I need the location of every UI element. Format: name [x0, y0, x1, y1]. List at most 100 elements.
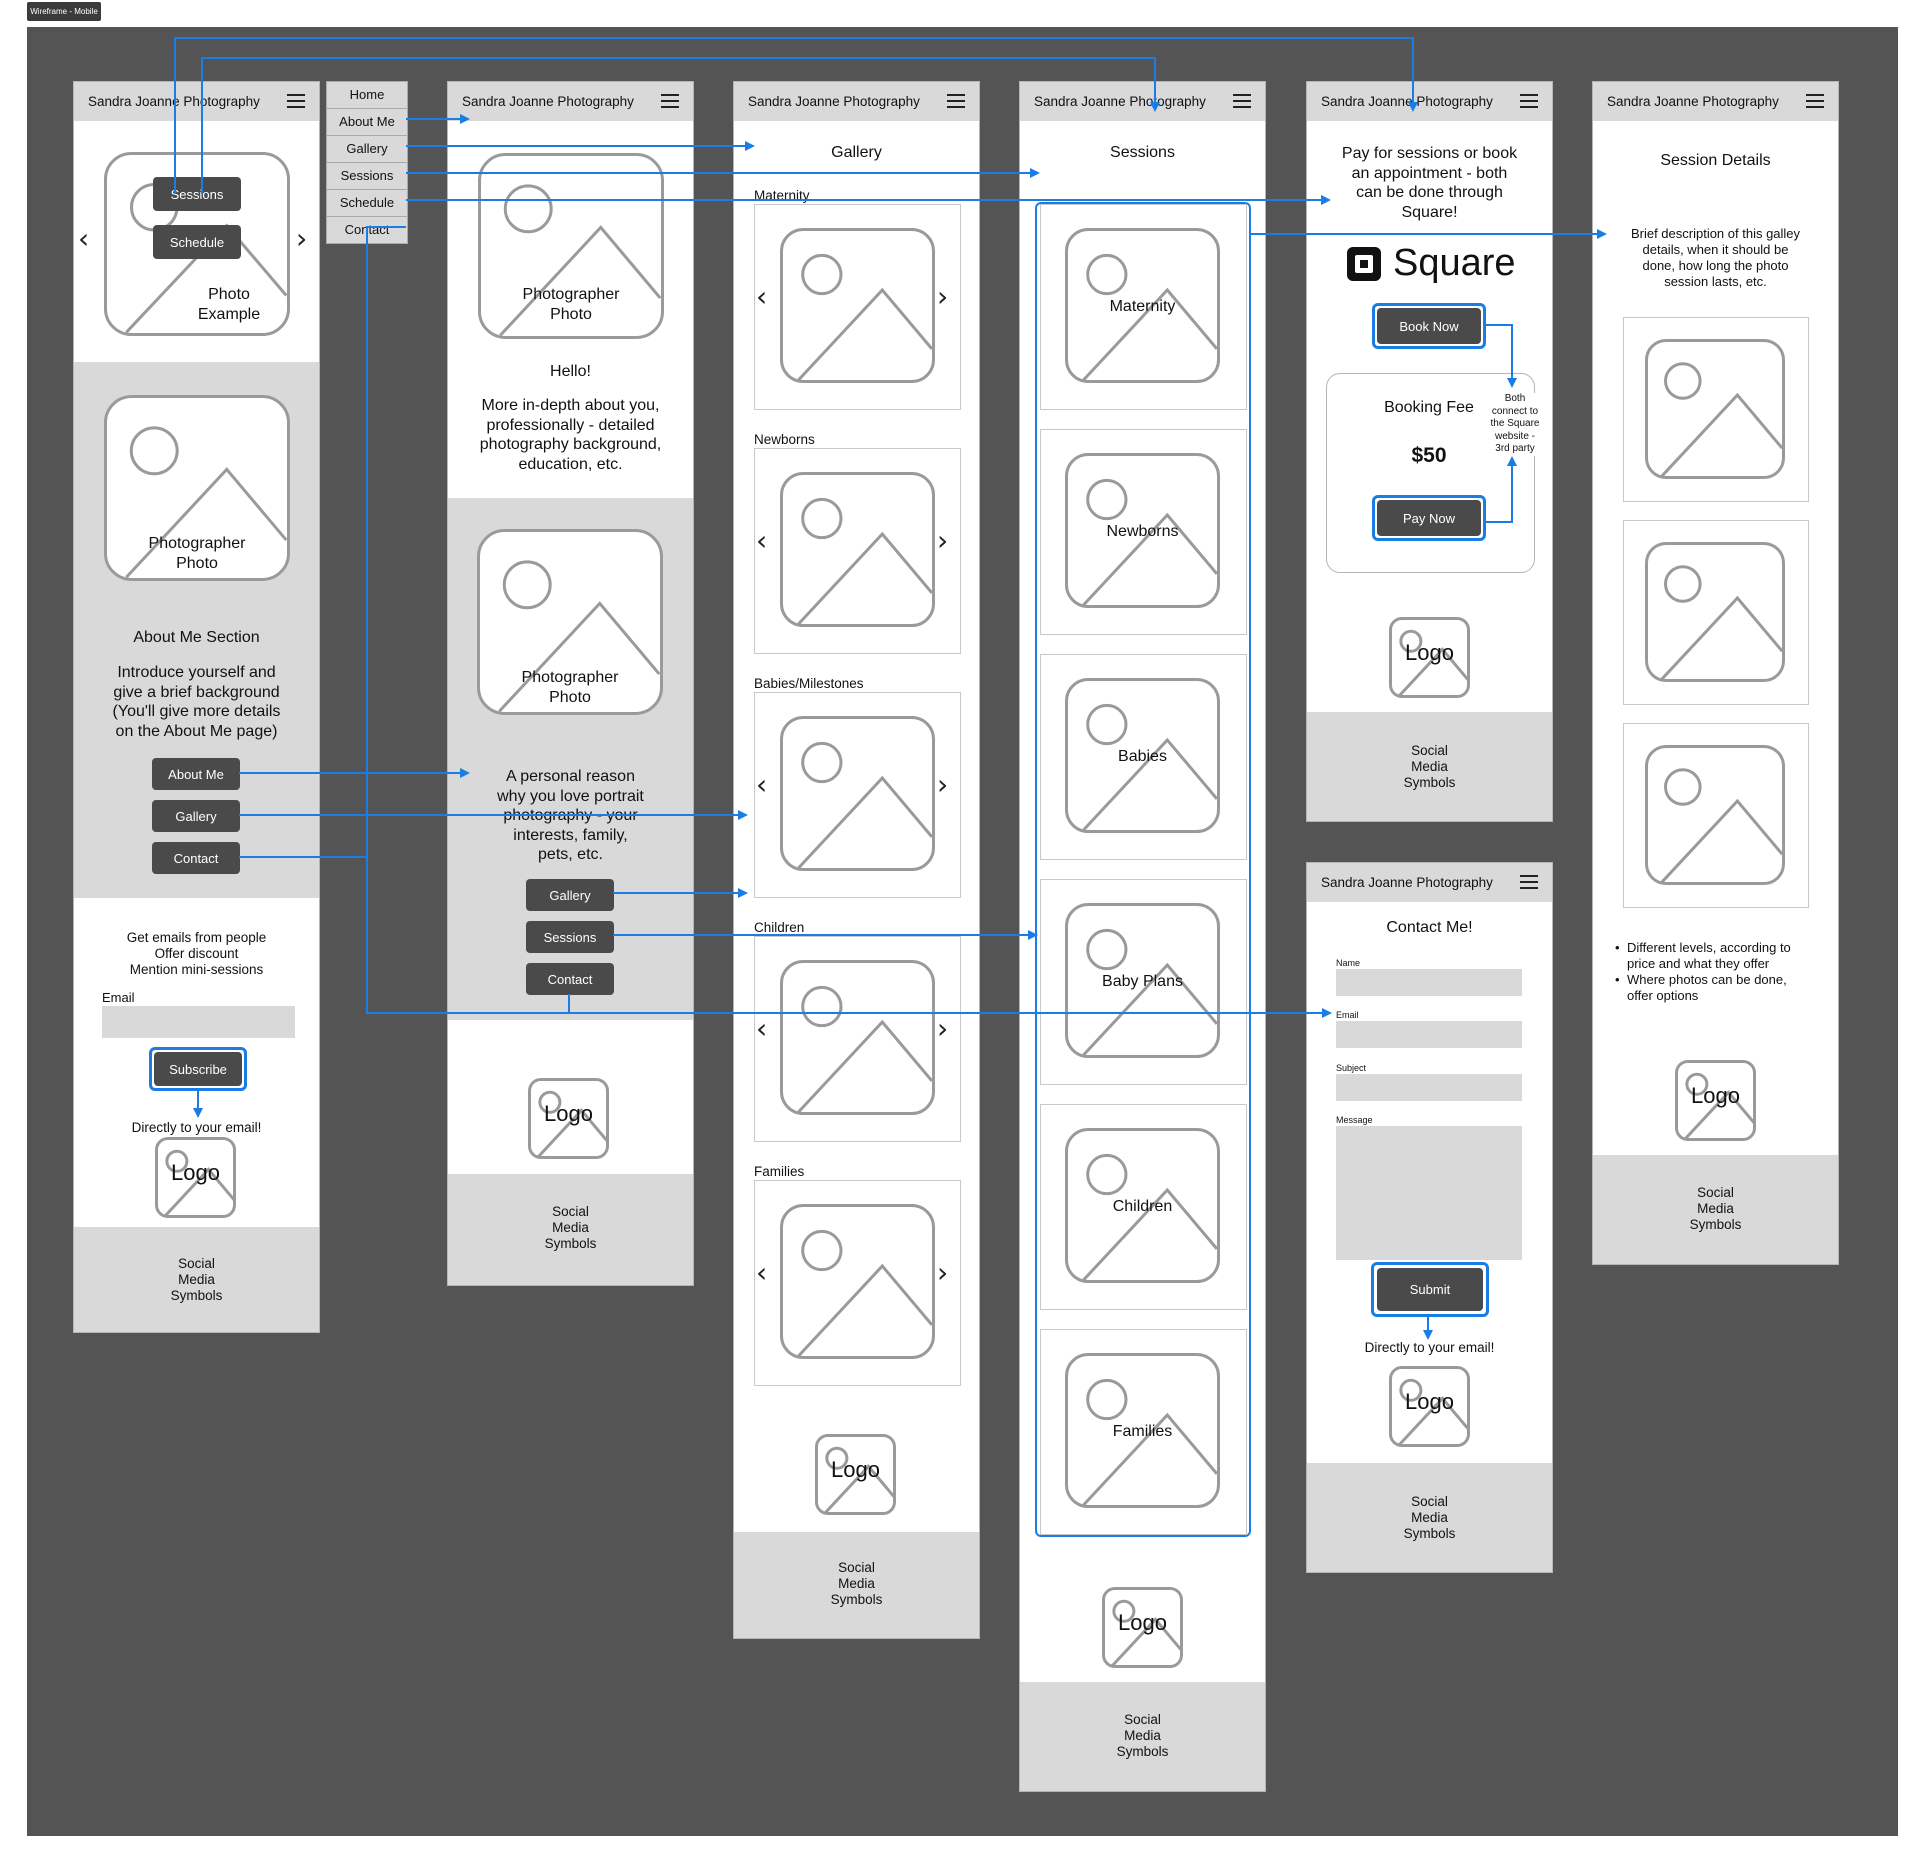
session-label: Maternity [1109, 298, 1176, 315]
email-input[interactable] [102, 1006, 295, 1038]
hamburger-icon[interactable] [661, 94, 679, 108]
gallery-category-label: Babies/Milestones [754, 676, 864, 691]
gallery-category-label: Families [754, 1164, 805, 1179]
sessions-screen: Sandra Joanne Photography Sessions Logo … [1019, 81, 1266, 1792]
square-brand: Square [1393, 242, 1516, 284]
chevron-right-icon[interactable]: › [937, 524, 949, 557]
nav-item-gallery[interactable]: Gallery [327, 136, 407, 163]
chevron-left-icon[interactable]: ‹ [756, 1012, 768, 1045]
footer [1593, 1155, 1838, 1264]
hamburger-icon[interactable] [287, 94, 305, 108]
about-header: Sandra Joanne Photography [448, 82, 693, 121]
image-placeholder-icon [477, 529, 663, 715]
square-logo-icon [1347, 247, 1381, 281]
details-photo-frame-1 [1623, 317, 1809, 502]
sessions-list-highlight [1035, 202, 1251, 1537]
email-field[interactable] [1336, 1021, 1522, 1048]
hamburger-icon[interactable] [1233, 94, 1251, 108]
gallery-screen: Sandra Joanne Photography Gallery Logo S… [733, 81, 980, 1639]
contact-screen: Sandra Joanne Photography Contact Me! Na… [1306, 862, 1553, 1573]
gallery-image [780, 228, 935, 383]
logo-icon: Logo [155, 1137, 236, 1218]
subscribe-highlight [149, 1047, 247, 1091]
pay-now-button[interactable]: Pay Now [1377, 500, 1481, 536]
hamburger-icon[interactable] [1520, 94, 1538, 108]
gallery-image [780, 960, 935, 1115]
gallery-button[interactable]: Gallery [152, 800, 240, 832]
sessions-header: Sandra Joanne Photography [1020, 82, 1265, 121]
details-photo-1 [1645, 339, 1785, 479]
logo-label: Logo [1691, 1082, 1740, 1108]
footer [1020, 1682, 1265, 1791]
chevron-right-icon[interactable]: › [296, 222, 308, 255]
image-placeholder-icon [780, 228, 935, 383]
site-title: Sandra Joanne Photography [1034, 94, 1206, 109]
site-title: Sandra Joanne Photography [88, 94, 260, 109]
subject-field[interactable] [1336, 1074, 1522, 1101]
hamburger-icon[interactable] [947, 94, 965, 108]
hamburger-icon[interactable] [1806, 94, 1824, 108]
chevron-right-icon[interactable]: › [937, 768, 949, 801]
nav-item-schedule[interactable]: Schedule [327, 190, 407, 217]
image-placeholder-icon [1102, 1587, 1183, 1668]
chevron-right-icon[interactable]: › [937, 280, 949, 313]
nav-item-sessions[interactable]: Sessions [327, 163, 407, 190]
chevron-left-icon[interactable]: ‹ [756, 1256, 768, 1289]
submit-button[interactable]: Submit [1377, 1268, 1483, 1311]
subject-label: Subject [1336, 1063, 1367, 1073]
logo-icon: Logo [815, 1434, 896, 1515]
chevron-right-icon[interactable]: › [937, 1012, 949, 1045]
session-details-screen: Sandra Joanne Photography Session Detail… [1592, 81, 1839, 1265]
footer [74, 1227, 319, 1332]
session-label: Newborns [1106, 523, 1179, 540]
site-title: Sandra Joanne Photography [1607, 94, 1779, 109]
home-header: Sandra Joanne Photography [74, 82, 319, 121]
image-placeholder-icon [104, 395, 290, 581]
contact-button[interactable]: Contact [152, 842, 240, 874]
image-placeholder-icon [528, 1078, 609, 1159]
image-placeholder-icon [155, 1137, 236, 1218]
message-field[interactable] [1336, 1126, 1522, 1260]
hello-heading: Hello! [550, 363, 591, 380]
nav-item-home[interactable]: Home [327, 82, 407, 109]
hero-sessions-button[interactable]: Sessions [153, 177, 241, 211]
bullet-item: •Where photos can be done,offer options [1615, 972, 1787, 1003]
logo-label: Logo [831, 1456, 880, 1482]
logo-label: Logo [1118, 1609, 1167, 1635]
chevron-right-icon[interactable]: › [937, 1256, 949, 1289]
email-label: Email [102, 990, 135, 1005]
site-title: Sandra Joanne Photography [462, 94, 634, 109]
name-field[interactable] [1336, 969, 1522, 996]
sessions-button[interactable]: Sessions [526, 921, 614, 953]
about-me-button[interactable]: About Me [152, 758, 240, 790]
gallery-title: Gallery [831, 144, 882, 161]
subscribe-button[interactable]: Subscribe [154, 1052, 242, 1086]
session-label: Families [1112, 1423, 1173, 1440]
sessions-connector [201, 57, 1160, 194]
chevron-left-icon[interactable]: ‹ [756, 280, 768, 313]
chevron-left-icon[interactable]: ‹ [78, 222, 90, 255]
bio-text: More in-depth about you,professionally -… [479, 397, 662, 473]
nav-menu: Home About Me Gallery Sessions Schedule … [326, 81, 408, 244]
chevron-left-icon[interactable]: ‹ [756, 768, 768, 801]
message-label: Message [1336, 1115, 1373, 1125]
site-title: Sandra Joanne Photography [748, 94, 920, 109]
chevron-left-icon[interactable]: ‹ [756, 524, 768, 557]
gallery-button[interactable]: Gallery [526, 879, 614, 911]
hamburger-icon[interactable] [1520, 875, 1538, 889]
details-photo-frame-3 [1623, 723, 1809, 908]
nav-item-about[interactable]: About Me [327, 109, 407, 136]
contact-button[interactable]: Contact [526, 963, 614, 995]
book-now-button[interactable]: Book Now [1377, 308, 1481, 344]
hero-schedule-button[interactable]: Schedule [153, 225, 241, 259]
